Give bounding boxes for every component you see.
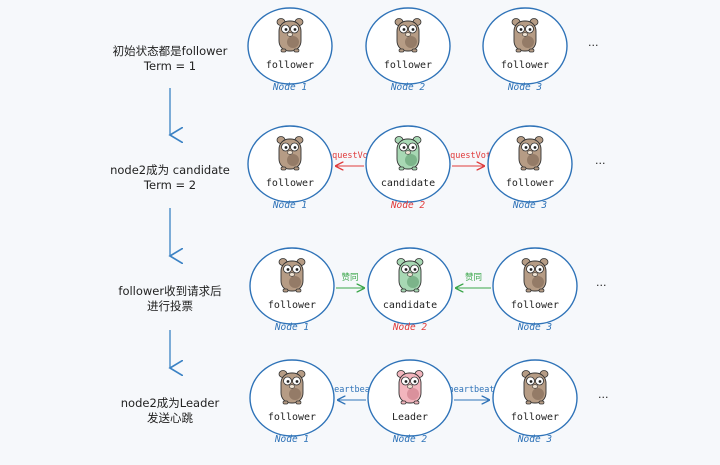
node-role-text: follower	[506, 178, 554, 189]
arrow-label: 赞同	[341, 272, 358, 283]
arrow-label: RequestVote	[440, 151, 496, 161]
node-name-text: Node 3	[517, 434, 553, 445]
step-3-label-line-1: follower收到请求后	[118, 284, 222, 298]
more-nodes-ellipsis: ...	[596, 276, 607, 289]
step-1-label-line-1: 初始状态都是follower	[112, 44, 228, 58]
node-role-text: follower	[266, 60, 314, 71]
node-name-text: Node 2	[392, 434, 428, 445]
vote-arrow: RequestVote	[440, 151, 496, 166]
green-gopher-icon	[394, 136, 422, 171]
node-role-text: candidate	[381, 178, 435, 189]
node-name-text: Node 3	[512, 200, 548, 211]
brown-gopher-icon	[278, 258, 306, 293]
vote-arrow: RequestVote	[322, 151, 378, 166]
pink-gopher-icon	[396, 370, 424, 405]
node-name-text: Node 1	[274, 322, 309, 333]
step-2-label: node2成为 candidate Term = 2	[70, 163, 270, 193]
step-2-label-line-1: node2成为 candidate	[110, 163, 230, 177]
node-role-text: follower	[511, 412, 559, 423]
brown-gopher-icon	[521, 370, 549, 405]
more-nodes-ellipsis: ...	[588, 36, 599, 49]
step-4-label-line-2: 发送心跳	[147, 411, 193, 425]
node-name-text: Node 3	[507, 82, 543, 93]
step-4-label-line-1: node2成为Leader	[120, 396, 220, 410]
brown-gopher-icon	[278, 370, 306, 405]
granted-arrow: 赞同	[336, 272, 364, 288]
brown-gopher-icon	[276, 136, 304, 171]
granted-arrow: 赞同	[456, 272, 491, 288]
node-role-text: follower	[266, 178, 314, 189]
node-name-text: Node 1	[272, 82, 307, 93]
arrow-label: heartbeat	[329, 385, 375, 395]
node-role-text: follower	[268, 412, 316, 423]
heartbeat-arrow: heartbeat	[448, 385, 495, 400]
step-1-label: 初始状态都是follower Term = 1	[70, 44, 270, 74]
arrow-label: heartbeat	[448, 385, 494, 395]
node-name-text: Node 1	[274, 434, 309, 445]
more-nodes-ellipsis: ...	[598, 388, 609, 401]
brown-gopher-icon	[516, 136, 544, 171]
node-role-text: follower	[384, 60, 432, 71]
node-role-text: follower	[511, 300, 559, 311]
green-gopher-icon	[396, 258, 424, 293]
heartbeat-arrow: heartbeat	[329, 385, 375, 400]
node-name-text: Node 2	[390, 82, 426, 93]
node-name-text: Node 3	[517, 322, 553, 333]
node-role-text: follower	[501, 60, 549, 71]
arrow-label: RequestVote	[322, 151, 378, 161]
node-role-text: Leader	[392, 412, 428, 423]
node-name-text: Node 2	[392, 322, 428, 333]
step-3-label: follower收到请求后 进行投票	[70, 284, 270, 314]
brown-gopher-icon	[276, 18, 304, 53]
brown-gopher-icon	[521, 258, 549, 293]
arrow-label: 赞同	[465, 272, 482, 283]
step-2-label-line-2: Term = 2	[143, 178, 197, 192]
step-1-label-line-2: Term = 1	[143, 59, 197, 73]
brown-gopher-icon	[394, 18, 422, 53]
brown-gopher-icon	[511, 18, 539, 53]
node-name-text: Node 2	[390, 200, 426, 211]
step-3-label-line-2: 进行投票	[147, 299, 193, 313]
more-nodes-ellipsis: ...	[595, 154, 606, 167]
step-4-label: node2成为Leader 发送心跳	[70, 396, 270, 426]
node-name-text: Node 1	[272, 200, 307, 211]
node-role-text: candidate	[383, 300, 437, 311]
node-role-text: follower	[268, 300, 316, 311]
